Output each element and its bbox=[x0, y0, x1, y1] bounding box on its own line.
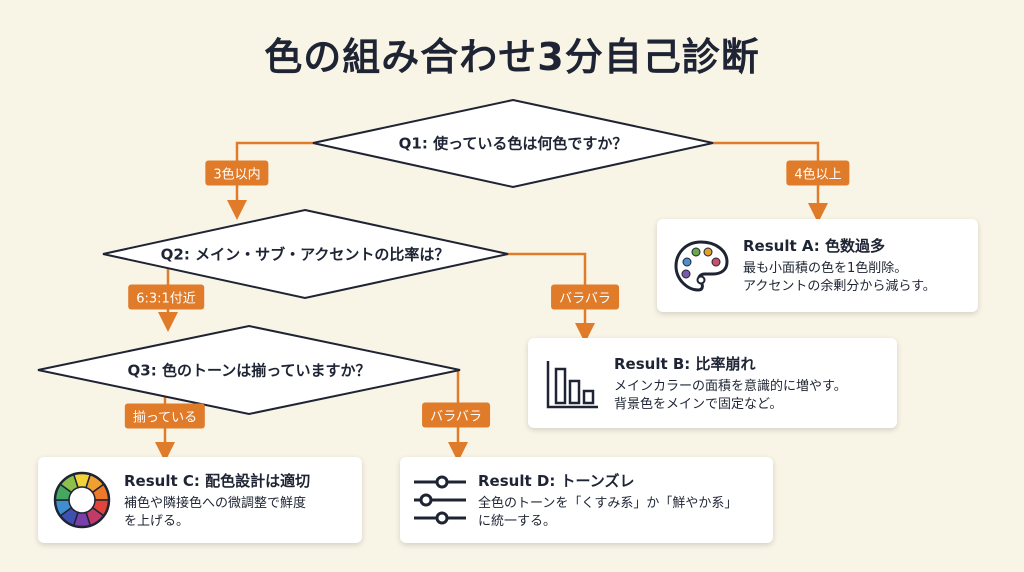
q3-right-label: バラバラ bbox=[422, 402, 490, 428]
result-c-card: Result C: 配色設計は適切補色や隣接色への微調整で鮮度を上げる。 bbox=[38, 457, 362, 543]
q2-right-label: バラバラ bbox=[551, 284, 619, 310]
result-a-line2: アクセントの余剰分から減らす。 bbox=[743, 279, 936, 294]
q1-right-label: 4色以上 bbox=[786, 160, 850, 186]
sliders-icon bbox=[414, 475, 466, 525]
result-c-line1: 補色や隣接色への微調整で鮮度 bbox=[124, 495, 307, 511]
result-a-title: Result A: 色数過多 bbox=[743, 237, 885, 255]
result-b-line1: メインカラーの面積を意識的に増やす。 bbox=[614, 378, 847, 394]
result-b-card: Result B: 比率崩れメインカラーの面積を意識的に増やす。背景色をメインで… bbox=[528, 338, 897, 428]
question-3: Q3: 色のトーンは揃っていますか？ bbox=[127, 361, 371, 380]
result-b-line2: 背景色をメインで固定など。 bbox=[614, 396, 783, 412]
result-c-title: Result C: 配色設計は適切 bbox=[124, 471, 311, 490]
q3-diamond bbox=[37, 324, 461, 416]
result-d-line2: に統一する。 bbox=[478, 513, 557, 529]
color-wheel-icon bbox=[53, 471, 111, 529]
q2-left-label: 6:3:1付近 bbox=[128, 284, 204, 310]
question-1: Q1: 使っている色は何色ですか？ bbox=[398, 134, 628, 153]
result-d-card: Result D: トーンズレ全色のトーンを「くすみ系」か「鮮やか系」に統一する… bbox=[400, 457, 773, 543]
result-d-title: Result D: トーンズレ bbox=[478, 471, 635, 490]
bar-chart-icon bbox=[546, 361, 598, 409]
page-title: 色の組み合わせ3分自己診断 bbox=[264, 35, 760, 79]
q1-diamond bbox=[312, 98, 714, 189]
q3-left-label: 揃っている bbox=[124, 403, 206, 429]
palette-icon bbox=[674, 239, 729, 292]
question-2: Q2: メイン・サブ・アクセントの比率は？ bbox=[160, 245, 450, 264]
result-c-line2: を上げる。 bbox=[124, 513, 190, 529]
result-a-card: Result A: 色数過多最も小面積の色を1色削除。アクセントの余剰分から減ら… bbox=[657, 219, 978, 312]
result-b-title: Result B: 比率崩れ bbox=[614, 354, 756, 373]
q2-diamond bbox=[102, 208, 509, 300]
result-a-line1: 最も小面積の色を1色削除。 bbox=[743, 261, 908, 276]
result-d-line1: 全色のトーンを「くすみ系」か「鮮やか系」 bbox=[478, 495, 738, 511]
q1-left-label: 3色以内 bbox=[205, 160, 269, 186]
